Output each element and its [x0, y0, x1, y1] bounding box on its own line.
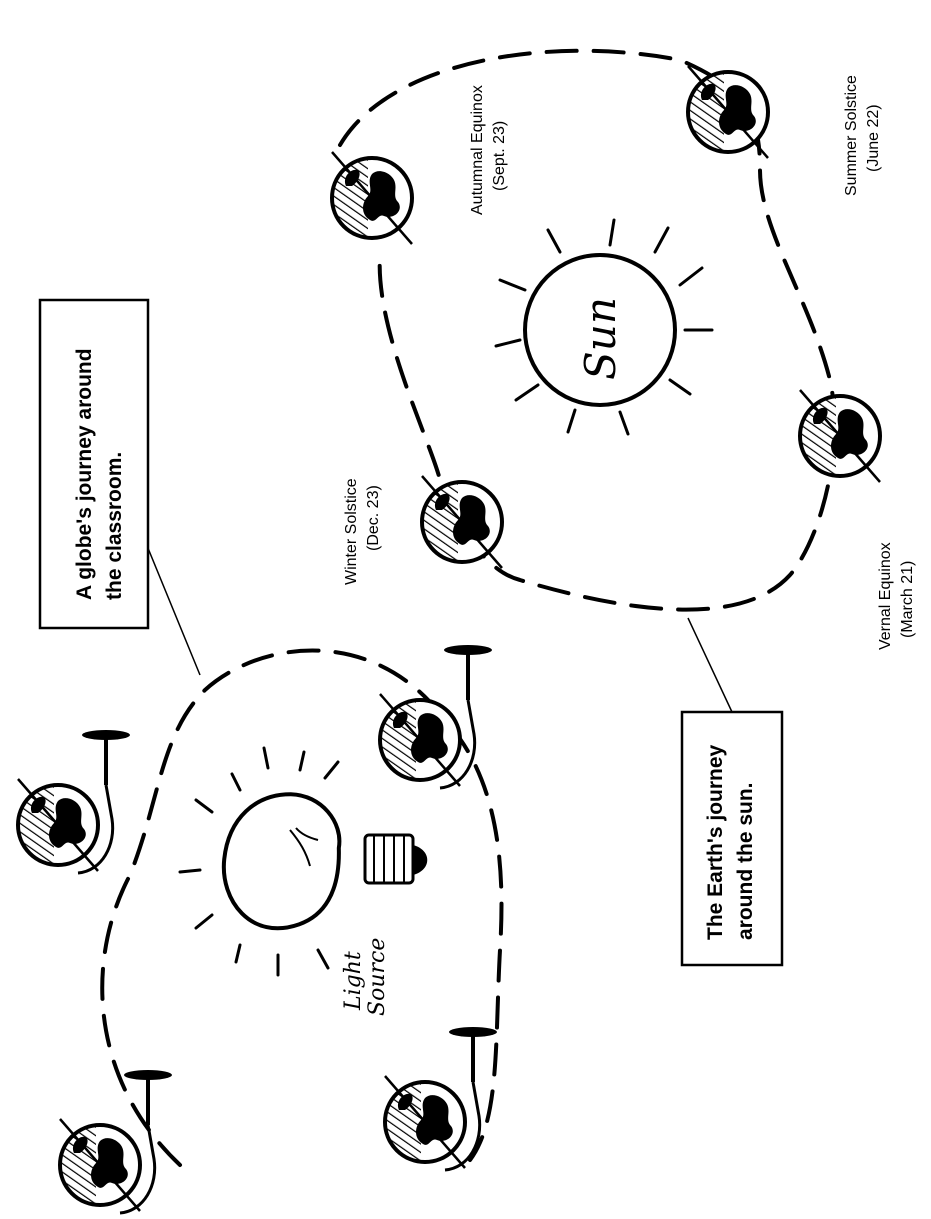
- svg-text:A globe's journey around: A globe's journey around: [73, 348, 96, 600]
- globe-on-stand-icon: [385, 1027, 497, 1170]
- globe-on-stand-icon: [18, 730, 130, 873]
- svg-text:Summer Solstice: Summer Solstice: [843, 75, 860, 196]
- svg-text:Sun: Sun: [576, 297, 625, 380]
- svg-text:Source: Source: [365, 938, 390, 1016]
- earth-globe-icon: [332, 152, 412, 244]
- globe-journey-label: A globe's journey around the classroom.: [73, 348, 126, 600]
- sun-icon: Sun: [494, 218, 714, 436]
- earth-globe-icon: [688, 66, 768, 158]
- summer-solstice-label: Summer Solstice (June 22): [843, 75, 882, 196]
- light-source-label: Light Source: [341, 938, 390, 1016]
- globe-on-stand-icon: [60, 1070, 172, 1213]
- autumnal-equinox-label: Autumnal Equinox (Sept. 23): [469, 85, 508, 215]
- light-bulb-icon: [178, 746, 428, 977]
- earth-globe-icon: [422, 476, 502, 568]
- svg-text:(March 21): (March 21): [899, 561, 916, 638]
- svg-text:Light: Light: [341, 951, 366, 1011]
- svg-text:Winter Solstice: Winter Solstice: [343, 478, 360, 585]
- earth-globe-icon: [800, 390, 880, 482]
- svg-text:The Earth's journey: The Earth's journey: [704, 744, 727, 940]
- winter-solstice-label: Winter Solstice (Dec. 23): [343, 478, 382, 585]
- earth-journey-label: The Earth's journey around the sun.: [704, 744, 757, 940]
- svg-text:Vernal Equinox: Vernal Equinox: [877, 542, 894, 650]
- svg-text:the classroom.: the classroom.: [103, 452, 126, 600]
- earth-journey-box: [680, 710, 784, 967]
- classroom-orbit: [100, 648, 504, 1167]
- svg-text:(June 22): (June 22): [865, 104, 882, 172]
- svg-text:around the sun.: around the sun.: [734, 783, 757, 941]
- globe-journey-box: [38, 298, 150, 630]
- svg-text:Autumnal Equinox: Autumnal Equinox: [469, 85, 486, 215]
- leader-line: [687, 617, 733, 713]
- vernal-equinox-label: Vernal Equinox (March 21): [877, 542, 916, 650]
- svg-text:(Sept. 23): (Sept. 23): [491, 121, 508, 191]
- svg-text:(Dec. 23): (Dec. 23): [365, 485, 382, 551]
